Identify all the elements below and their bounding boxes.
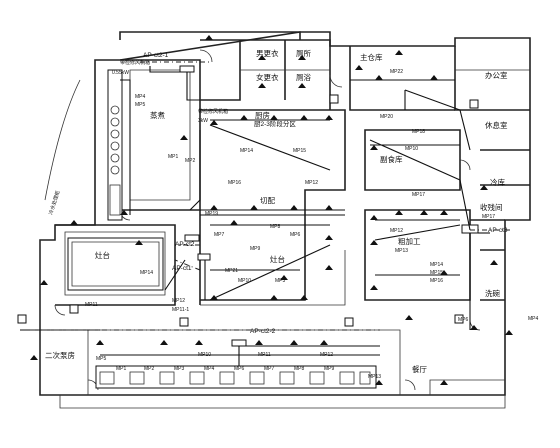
panel-label-ap-ct2: AP-ct2 [175,241,195,248]
note-fan-label-top: 带检修风机箱 [120,59,150,66]
svg-text:MP11: MP11 [258,352,271,358]
room-cold-room: 冷库 [490,177,505,187]
svg-text:MP12: MP12 [320,352,333,358]
building-walls [39,31,531,409]
room-kitchen-sub: 厨2-3阶段分区 [254,119,296,128]
svg-text:MP10: MP10 [405,146,418,152]
svg-text:MP10: MP10 [198,352,211,358]
svg-text:MP4: MP4 [528,316,539,322]
room-rough-proc: 粗加工 [398,236,421,246]
room-cutting: 切配 [260,196,275,205]
equipment-steam-column [107,69,123,221]
circuit-labels: MP4 MP5 MP1 MP2 MP14 MP15 MP16 MP12 MP8 … [85,69,539,380]
svg-text:MP4: MP4 [204,366,215,372]
svg-text:MP21: MP21 [225,268,238,274]
structural-columns [17,94,479,327]
equipment-steam-table [67,237,164,291]
svg-text:MP8: MP8 [294,366,305,372]
svg-text:MP22: MP22 [390,69,403,75]
svg-text:MP18: MP18 [412,129,425,135]
svg-text:MP12: MP12 [390,228,403,234]
svg-text:MP15: MP15 [430,270,443,276]
room-steam-room: 蒸煮 [150,110,165,120]
panel-label-ap-ct3: AP-ct3 [488,227,508,234]
note-fan-label-mid: 带检修风机箱 [198,108,228,115]
svg-text:MP10: MP10 [238,278,251,284]
svg-text:MP1: MP1 [116,366,127,372]
svg-text:MP11: MP11 [85,302,98,308]
feeder-dash-lines [30,61,510,331]
lamp-symbols [30,35,513,385]
svg-text:MP6: MP6 [234,366,245,372]
note-vertical: 冷水处理柜 [47,190,61,216]
svg-text:MP19: MP19 [205,211,218,217]
svg-text:MP3: MP3 [174,366,185,372]
svg-text:MP14: MP14 [240,148,253,154]
svg-text:MP6: MP6 [458,317,469,323]
svg-text:MP13: MP13 [395,248,408,254]
room-kitchen-area: 厨房 [255,110,270,120]
room-main-warehouse: 主仓库 [360,52,383,62]
room-restroom: 休息室 [485,120,508,130]
svg-text:MP7: MP7 [214,232,225,238]
svg-text:MP15: MP15 [293,148,306,154]
room-toilet-a: 厕所 [296,48,311,58]
svg-text:MP16: MP16 [430,278,443,284]
svg-text:MP4: MP4 [135,94,146,100]
svg-text:MP12: MP12 [172,298,185,304]
svg-text:MP9: MP9 [324,366,335,372]
room-hot-kitchen: 灶台 [270,254,285,264]
room-water-room: 二次泵房 [45,350,75,360]
svg-text:MP16: MP16 [228,180,241,186]
svg-text:MP2: MP2 [144,366,155,372]
room-dish-return: 收残间 [480,202,503,212]
svg-text:MP8: MP8 [270,224,281,230]
svg-text:MP14: MP14 [430,262,443,268]
room-serving: 餐厅 [412,365,427,374]
svg-text:MP9: MP9 [250,246,261,252]
note-fan-rating: 0.55kW [112,70,129,76]
svg-text:MP2: MP2 [185,158,196,164]
room-toilet-b: 厕浴 [296,72,311,82]
panel-label-ap-ct2-1: AP-ct2-1 [143,52,169,59]
note-fan-kw: 3kW [198,118,208,124]
svg-text:MP3: MP3 [275,278,286,284]
svg-text:MP1: MP1 [168,154,179,160]
svg-text:MP11-1: MP11-1 [172,307,189,313]
svg-text:MP17: MP17 [412,192,425,198]
svg-text:MP12: MP12 [305,180,318,186]
room-washing: 洗碗 [485,288,500,298]
svg-text:MP14: MP14 [140,270,153,276]
svg-text:MP17: MP17 [482,214,495,220]
room-locker-m: 男更衣 [256,48,279,58]
svg-text:MP7: MP7 [264,366,275,372]
wiring-runs [20,66,490,366]
room-cooking: 灶台 [95,250,110,260]
svg-text:MP6: MP6 [290,232,301,238]
interior-partitions [55,39,530,395]
panel-label-ap-ct2-2: AP-ct2-2 [250,328,276,335]
svg-text:MP5: MP5 [135,102,146,108]
svg-text:MP13: MP13 [368,374,381,380]
room-locker-f: 女更衣 [256,72,279,82]
room-snack-room: 副食库 [380,154,403,164]
panel-label-ap-ct1: AP-ct1 [172,265,192,272]
room-office: 办公室 [485,70,508,80]
svg-text:MP5: MP5 [96,356,107,362]
svg-text:MP20: MP20 [380,114,393,120]
equipment-cooking-line [95,365,377,389]
